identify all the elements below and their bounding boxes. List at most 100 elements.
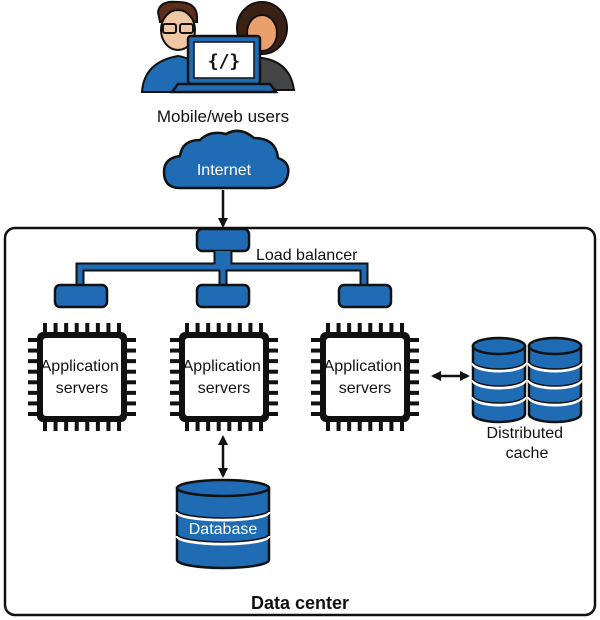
data-center-boundary [3,226,597,617]
chip-body-inner [326,338,404,416]
chip-pin [170,359,179,364]
chip-pin [170,369,179,374]
distributed-cache-label: Distributed cache [487,425,568,462]
chip-pin [336,422,341,431]
chip-pin [269,359,278,364]
chip-pin [410,348,419,353]
chip-pin [311,369,320,374]
chip-pin [170,401,179,406]
cylinder-body [175,486,271,570]
laptop-code-label: {/} [208,51,241,72]
chip-pin [85,323,90,332]
chip-pin [326,323,330,332]
chip-pin [269,338,278,342]
chip-pin [368,422,373,431]
chip-pin [410,390,419,395]
cylinder-band-edge [528,394,582,404]
chip-pin [117,422,121,431]
app-server-chip-3 [311,323,419,431]
chip-pin [311,401,320,406]
chip-pin [106,323,111,332]
chip-pin [127,348,136,353]
chip-pin [311,338,320,342]
chip-pin [269,348,278,353]
users-icon: {/} [140,0,296,94]
chip-pin [28,401,37,406]
chip-pin [95,323,100,332]
chip-pin [311,359,320,364]
load-balancer-label: Load balancer [256,247,358,264]
cylinder-band-edge [528,360,582,370]
chip-pin [326,422,330,431]
chip-pin [85,422,90,431]
chip-pin [206,422,211,431]
chip-pin [368,323,373,332]
chip-pin [248,323,253,332]
chip-pin [195,422,200,431]
cylinder-band-edge [472,360,526,370]
man-figure-icon [140,0,212,93]
chip-pin [237,422,242,431]
database-label: Database [189,521,258,538]
chip-pin [269,369,278,374]
cylinder-top [471,336,527,356]
chip-pin [410,338,419,342]
chip-pin [347,422,352,431]
chip-pin [237,323,242,332]
chip-pin [410,369,419,374]
chip-pin [74,323,79,332]
data-center-label: Data center [251,593,349,613]
cloud-icon [162,129,290,190]
chip-pin [64,323,69,332]
chip-pin [170,338,179,342]
lb-distribution-bus [75,251,369,287]
chip-pin [170,390,179,395]
chip-pin [127,390,136,395]
chip-pin [28,369,37,374]
cylinder-band [527,396,583,407]
chip-pin [53,323,58,332]
laptop-icon: {/} [169,34,279,94]
cylinder-band-edge [176,509,270,519]
chip-pin [127,412,136,416]
chip-pin [357,422,362,431]
chip-pin [378,323,383,332]
chip-pin [410,359,419,364]
cylinder-band [527,362,583,373]
chip-body-inner [43,338,121,416]
connector-node-3 [337,283,393,309]
cylinder-top [175,478,271,498]
chip-pin [28,338,37,342]
connector-node-1 [53,283,109,309]
chip-pin [185,323,189,332]
chip-pin [28,359,37,364]
chip-pin [347,323,352,332]
chip-body-inner [185,338,263,416]
app-server-label-3: Application servers [324,358,407,397]
chip-pin [127,401,136,406]
users-label: Mobile/web users [157,107,289,126]
chip-pin [28,412,37,416]
cylinder-band [471,362,527,373]
chip-pin [28,380,37,385]
chip-pin [410,401,419,406]
chip-pin [269,380,278,385]
chip-pin [389,323,394,332]
cylinder-top [527,336,583,356]
cylinder-band [175,535,271,546]
chip-pin [117,323,121,332]
chip-pin [357,323,362,332]
chip-pin [28,390,37,395]
chip-pin [400,323,404,332]
cylinder-band [471,396,527,407]
chip-pin [269,401,278,406]
chip-pin [95,422,100,431]
app-server-label-2: Application servers [183,358,266,397]
chip-pin [28,348,37,353]
chip-pin [378,422,383,431]
cache-cylinder-2 [527,336,583,424]
chip-pin [74,422,79,431]
chip-pin [170,348,179,353]
app-server-chip-1 [28,323,136,431]
